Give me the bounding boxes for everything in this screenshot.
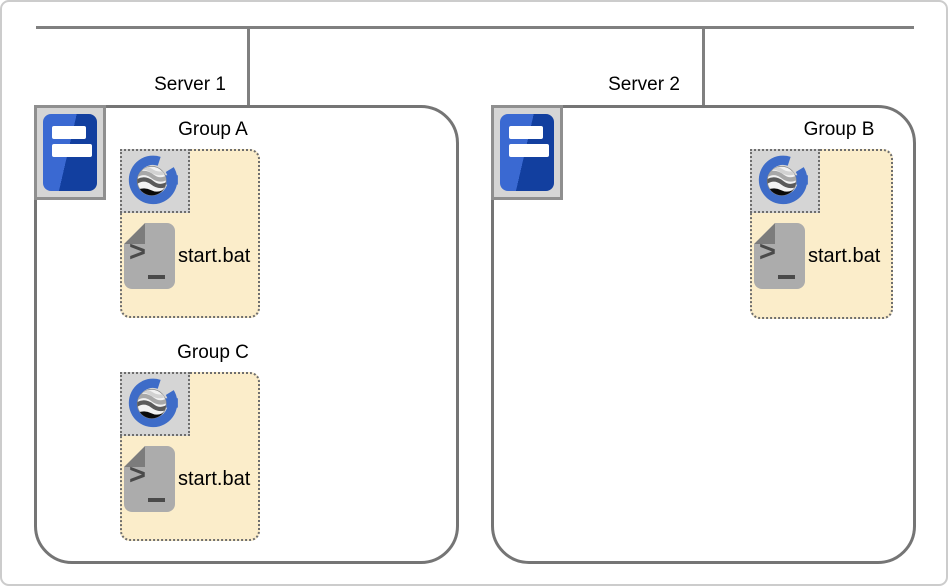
batch-file-icon: >: [124, 223, 175, 289]
batch-file-icon: >: [124, 446, 175, 512]
server-slot: [509, 126, 543, 139]
prompt-glyph: >: [129, 459, 146, 491]
group-a-label: Group A: [178, 119, 248, 140]
server-chassis: [43, 114, 97, 191]
batch-file-icon: >: [754, 223, 805, 289]
server1-label: Server 1: [154, 74, 226, 95]
network-bus-line: [36, 26, 914, 29]
group-b-box: > start.bat: [750, 149, 893, 319]
geoserver-logo-icon: [128, 378, 178, 427]
geoserver-logo-icon: [125, 151, 185, 212]
server2-connector-line: [702, 28, 705, 106]
geoserver-icon-cell: [750, 149, 820, 213]
geoserver-icon-cell: [120, 372, 190, 436]
server-slot: [52, 144, 92, 157]
server-slot: [509, 144, 549, 157]
script-label: start.bat: [178, 244, 251, 267]
group-c-label: Group C: [177, 342, 249, 363]
geoserver-logo-icon: [755, 151, 815, 212]
prompt-glyph: >: [759, 236, 776, 268]
cursor-glyph: [148, 498, 165, 502]
server-slot: [52, 126, 86, 139]
script-label: start.bat: [178, 467, 251, 490]
server2-box: Group B > start.ba: [491, 105, 916, 564]
server1-box: Group A > start.ba: [34, 105, 459, 564]
group-a-box: > start.bat: [120, 149, 260, 318]
geoserver-icon-cell: [120, 149, 190, 213]
server-icon: [491, 105, 563, 200]
group-b-label: Group B: [803, 119, 875, 140]
cursor-glyph: [778, 275, 795, 279]
server-chassis: [500, 114, 554, 191]
server-icon: [34, 105, 106, 200]
group-c-box: > start.bat: [120, 372, 260, 541]
cursor-glyph: [148, 275, 165, 279]
geoserver-logo-icon: [125, 374, 185, 435]
server2-label: Server 2: [608, 74, 680, 95]
prompt-glyph: >: [129, 236, 146, 268]
geoserver-logo-icon: [128, 155, 178, 204]
server1-connector-line: [247, 28, 250, 106]
geoserver-logo-icon: [758, 155, 808, 204]
script-label: start.bat: [808, 244, 881, 267]
